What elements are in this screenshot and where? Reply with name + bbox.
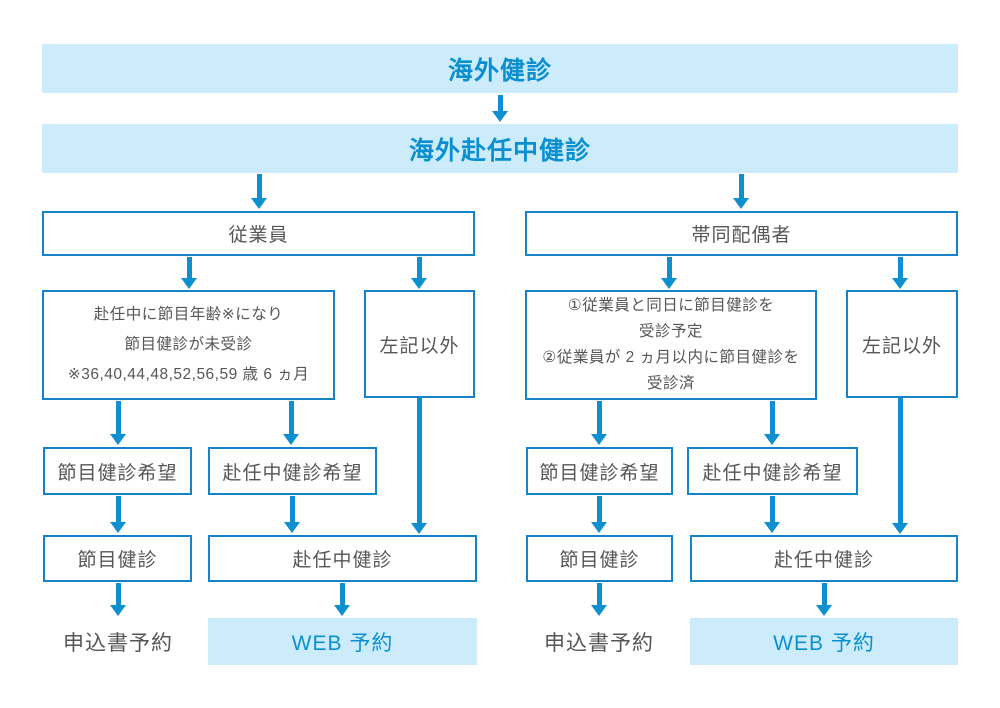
condition-line: ②従業員が 2 ヵ月以内に節目健診を	[542, 349, 800, 366]
banner-during-assignment-checkup: 海外赴任中健診	[42, 124, 958, 173]
employee-box: 従業員	[42, 211, 475, 256]
flow-arrow-to-employee-wish-milestone	[110, 401, 126, 445]
employee-condition-box: 赴任中に節目年齢※になり 節目健診が未受診 ※36,40,44,48,52,56…	[42, 290, 335, 400]
condition-line: ※36,40,44,48,52,56,59 歳 6 ヵ月	[67, 366, 310, 383]
flow-arrow-banner1-to-banner2	[492, 95, 508, 122]
flow-arrow-to-employee	[251, 174, 267, 209]
condition-line: 節目健診が未受診	[124, 336, 253, 353]
employee-other-box: 左記以外	[364, 290, 475, 398]
flow-arrow-to-spouse-assignment	[764, 496, 780, 533]
spouse-condition-box: ①従業員と同日に節目健診を 受診予定 ②従業員が 2 ヵ月以内に節目健診を 受診…	[525, 290, 817, 400]
flow-arrow-to-spouse-milestone	[591, 496, 607, 533]
employee-paper-booking-label: 申込書予約	[63, 632, 173, 655]
flow-arrow-employee-to-condition	[181, 257, 197, 289]
spouse-milestone-box: 節目健診	[526, 535, 673, 582]
flow-arrow-spouse-to-other	[892, 257, 908, 289]
condition-line: 受診済	[646, 375, 695, 392]
flow-arrow-to-spouse-web-booking	[816, 583, 832, 616]
flow-arrow-to-employee-paper-booking	[110, 583, 126, 616]
spouse-assignment-box: 赴任中健診	[690, 535, 958, 582]
flow-arrow-to-spouse-wish-assignment	[764, 401, 780, 445]
flow-arrow-to-spouse-wish-milestone	[591, 401, 607, 445]
spouse-web-booking-button[interactable]: WEB 予約	[690, 618, 958, 665]
flow-arrow-to-employee-assignment	[284, 496, 300, 533]
flow-arrow-spouse-to-condition	[661, 257, 677, 289]
flow-arrow-spouse-other-to-assignment	[892, 398, 908, 534]
spouse-other-box: 左記以外	[846, 290, 958, 398]
flow-arrow-employee-to-other	[411, 257, 427, 289]
condition-line: 赴任中に節目年齢※になり	[93, 306, 284, 323]
flow-arrow-to-employee-wish-assignment	[283, 401, 299, 445]
flow-arrow-to-employee-milestone	[110, 496, 126, 533]
employee-web-booking-button[interactable]: WEB 予約	[208, 618, 477, 665]
spouse-paper-booking-label: 申込書予約	[544, 632, 654, 655]
spouse-wish-assignment-box: 赴任中健診希望	[687, 447, 858, 495]
spouse-wish-milestone-box: 節目健診希望	[526, 447, 673, 495]
flow-arrow-employee-other-to-assignment	[411, 398, 427, 534]
flow-arrow-to-employee-web-booking	[334, 583, 350, 616]
flow-arrow-to-spouse	[733, 174, 749, 209]
employee-wish-milestone-box: 節目健診希望	[43, 447, 192, 495]
condition-line: 受診予定	[638, 323, 703, 340]
employee-assignment-box: 赴任中健診	[208, 535, 477, 582]
flow-arrow-to-spouse-paper-booking	[591, 583, 607, 616]
banner-overseas-checkup: 海外健診	[42, 44, 958, 93]
spouse-box: 帯同配偶者	[525, 211, 958, 256]
employee-milestone-box: 節目健診	[43, 535, 192, 582]
employee-wish-assignment-box: 赴任中健診希望	[208, 447, 377, 495]
condition-line: ①従業員と同日に節目健診を	[567, 297, 775, 314]
